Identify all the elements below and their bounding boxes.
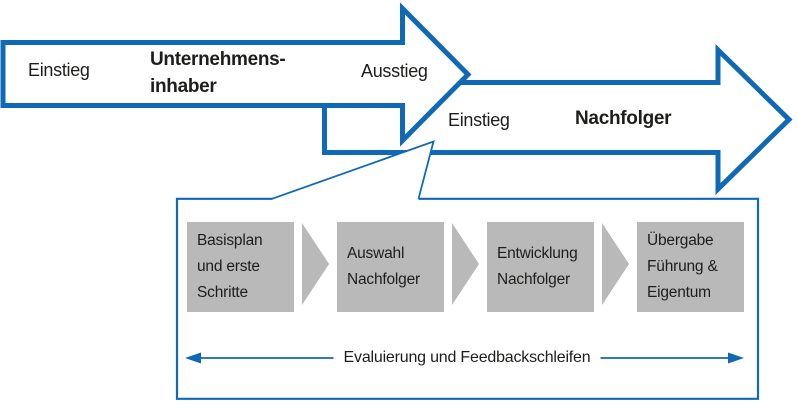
- stage-box-basisplan: Basisplan und erste Schritte: [187, 222, 294, 312]
- callout-pointer: [271, 140, 435, 200]
- successor-entry-label: Einstieg: [448, 110, 510, 130]
- process-box-border: [175, 197, 760, 400]
- owner-arrow-shape: [0, 2, 472, 147]
- owner-title: Unternehmens- inhaber: [150, 49, 286, 97]
- stage-arrow-icon-2: [452, 223, 479, 305]
- stage-arrow-icon-1: [302, 223, 329, 305]
- stage-box-uebergabe: Übergabe Führung & Eigentum: [637, 222, 744, 312]
- stage-box-auswahl: Auswahl Nachfolger: [337, 222, 444, 312]
- feedback-arrow-right-head-icon: [728, 352, 744, 364]
- stage-box-entwicklung: Entwicklung Nachfolger: [487, 222, 594, 312]
- successor-title: Nachfolger: [575, 108, 672, 129]
- owner-exit-label: Ausstieg: [361, 61, 428, 81]
- feedback-arrow-left-head-icon: [185, 352, 201, 364]
- stage-arrow-icon-3: [602, 223, 629, 305]
- feedback-label: Evaluierung und Feedbackschleifen: [333, 347, 601, 368]
- owner-entry-label: Einstieg: [28, 60, 90, 80]
